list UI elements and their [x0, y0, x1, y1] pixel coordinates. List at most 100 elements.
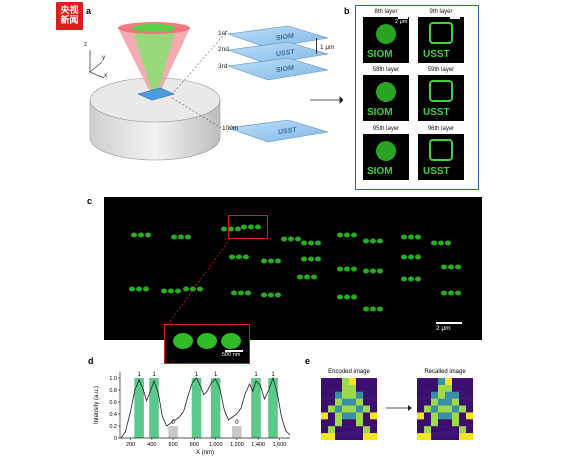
pixel	[438, 419, 446, 427]
pixel	[417, 419, 425, 427]
pixel	[356, 426, 364, 434]
pixel	[438, 391, 446, 399]
x-tick-label: 1,400	[251, 442, 265, 448]
pixel	[349, 426, 357, 434]
bit-bar	[210, 378, 221, 438]
bit-bar	[149, 378, 159, 438]
y-tick-label: 1.0	[109, 376, 117, 382]
bit-label: 1	[254, 372, 258, 378]
pixel	[335, 405, 343, 413]
fluorescent-spot	[363, 268, 369, 274]
svg-text:USST: USST	[423, 107, 450, 118]
bit-bar	[232, 426, 242, 438]
panel-letter-b: b	[344, 6, 350, 16]
fluorescent-spot	[143, 286, 149, 292]
pixel	[431, 426, 439, 434]
layer-b-label-4: 59th layer	[427, 67, 455, 73]
fluorescent-spot	[197, 286, 203, 292]
pixel	[356, 398, 364, 406]
pixel	[356, 405, 364, 413]
fluorescent-spot	[363, 238, 369, 244]
fluorescent-spot	[281, 236, 287, 242]
zoom-lines	[167, 238, 231, 325]
fluorescent-spot	[228, 226, 234, 232]
fluorescent-spot	[415, 254, 421, 260]
fluorescent-spot	[415, 234, 421, 240]
fluorescent-spot-cluster	[441, 290, 461, 296]
pixel	[431, 433, 439, 440]
fluorescent-spot	[275, 258, 281, 264]
encode-arrow	[386, 405, 412, 411]
pixel	[335, 378, 343, 386]
pixel	[356, 391, 364, 399]
pixel	[349, 433, 357, 440]
micro-image-95th: SIOM	[363, 134, 409, 180]
fluorescent-spot	[441, 264, 447, 270]
pixel	[424, 412, 432, 420]
pixel	[342, 378, 350, 386]
fluorescent-spot	[311, 274, 317, 280]
fluorescent-spot	[255, 224, 261, 230]
pixel	[321, 419, 329, 427]
fluorescent-spot	[238, 290, 244, 296]
panel-letter-d: d	[88, 356, 94, 366]
pixel	[335, 384, 343, 392]
fluorescent-spot	[401, 254, 407, 260]
bit-bar	[268, 378, 278, 438]
pixel	[417, 391, 425, 399]
pixel	[328, 419, 336, 427]
pixel	[370, 412, 377, 420]
fluorescent-spot	[337, 232, 343, 238]
fluorescent-spot	[344, 266, 350, 272]
pixel	[424, 405, 432, 413]
fluorescent-spot-cluster	[363, 306, 383, 312]
pixel	[431, 398, 439, 406]
pixel	[466, 398, 473, 406]
pixel	[466, 412, 473, 420]
panel-b-frame	[355, 5, 479, 190]
micro-image-9th: USST	[418, 17, 464, 63]
fluorescent-spot-cluster	[171, 234, 191, 240]
pixel	[466, 391, 473, 399]
pixel	[452, 426, 460, 434]
fluorescent-spot-cluster	[431, 240, 451, 246]
panel-c-micrograph	[104, 197, 482, 340]
panel-a-illustration	[89, 22, 343, 161]
fluorescent-spot	[315, 240, 321, 246]
pixel	[459, 405, 467, 413]
bit-bar	[251, 378, 261, 438]
y-axis-label: Intensity (a.u.)	[94, 386, 100, 424]
layer-b-label-5: 95th layer	[372, 126, 400, 132]
fluorescent-spot	[178, 234, 184, 240]
fluorescent-spot	[268, 258, 274, 264]
fluorescent-spot	[401, 276, 407, 282]
fluorescent-spot	[248, 224, 254, 230]
y-tick-label: 0.4	[109, 412, 117, 418]
pixel	[424, 426, 432, 434]
fluorescent-spot	[297, 274, 303, 280]
pixel	[328, 378, 336, 386]
fluorescent-spot-cluster	[441, 264, 461, 270]
pixel	[438, 398, 446, 406]
fluorescent-spot-cluster	[231, 290, 251, 296]
fluorescent-spot	[295, 236, 301, 242]
pixel	[459, 412, 467, 420]
laser-beams	[118, 22, 190, 92]
fluorescent-spot	[344, 232, 350, 238]
pixel	[335, 391, 343, 399]
x-tick-label: 400	[147, 442, 156, 448]
fluorescent-spot-cluster	[337, 232, 357, 238]
layer-b-label-6: 96th layer	[427, 126, 455, 132]
fluorescent-spot	[185, 234, 191, 240]
micro-image-96th: USST	[418, 134, 464, 180]
fluorescent-spot	[229, 254, 235, 260]
fluorescent-spot	[304, 274, 310, 280]
fluorescent-spot-cluster	[297, 274, 317, 280]
fluorescent-spot	[415, 276, 421, 282]
pixel	[370, 419, 377, 427]
micro-image-58th: SIOM	[363, 75, 409, 121]
pixel	[370, 426, 377, 434]
pixel	[417, 398, 425, 406]
pixel	[356, 433, 364, 440]
y-tick-label: 0	[114, 436, 117, 442]
